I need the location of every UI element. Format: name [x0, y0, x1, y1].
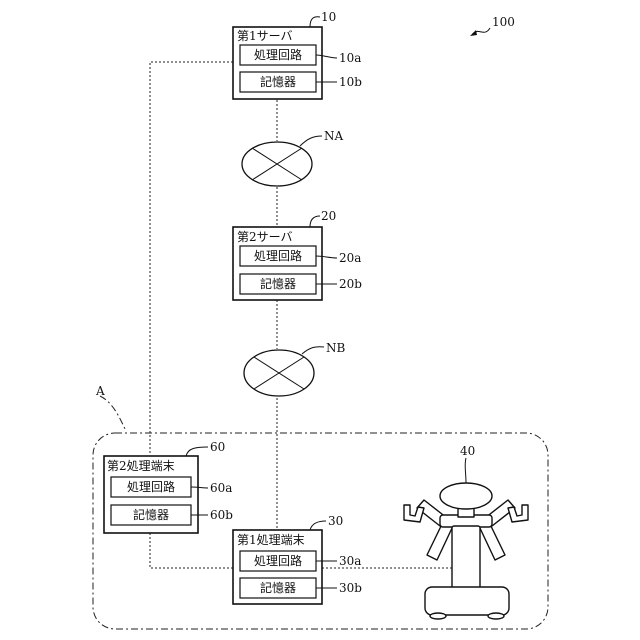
- robot-torso: [452, 526, 480, 588]
- server2-memory-label: 記憶器: [260, 276, 296, 291]
- server2-circuit-label: 処理回路: [254, 248, 302, 263]
- server1-circuit-ref: 10a: [339, 51, 361, 65]
- robot-wheel-right: [488, 613, 504, 619]
- server1-ref: 10: [321, 10, 336, 24]
- server1-circuit-label: 処理回路: [254, 47, 302, 62]
- network-na-ref: NA: [324, 129, 344, 143]
- terminal1-title: 第1処理端末: [237, 533, 305, 547]
- server1-box: 第1サーバ 処理回路 記憶器 10 10a 10b: [233, 10, 362, 99]
- server2-title: 第2サーバ: [237, 230, 293, 244]
- server1-memory-ref: 10b: [339, 75, 362, 89]
- network-na: NA: [242, 129, 344, 186]
- network-nb: NB: [244, 341, 346, 396]
- terminal2-memory-label: 記憶器: [133, 507, 169, 522]
- server2-memory-ref: 20b: [339, 277, 362, 291]
- region-a-label: A: [95, 384, 105, 398]
- terminal2-circuit-ref: 60a: [210, 481, 232, 495]
- terminal2-ref: 60: [210, 440, 225, 454]
- terminal1-ref: 30: [328, 514, 343, 528]
- terminal2-circuit-label: 処理回路: [127, 479, 175, 494]
- server1-title: 第1サーバ: [237, 29, 293, 43]
- terminal1-box: 第1処理端末 処理回路 記憶器 30 30a 30b: [233, 514, 362, 604]
- terminal2-title: 第2処理端末: [107, 459, 175, 473]
- server2-ref: 20: [321, 209, 336, 223]
- robot-head: [440, 483, 492, 509]
- terminal1-circuit-ref: 30a: [339, 554, 361, 568]
- robot-base: [425, 587, 509, 615]
- robot-ref: 40: [460, 444, 475, 458]
- robot: 40: [404, 444, 528, 619]
- terminal1-memory-label: 記憶器: [260, 580, 296, 595]
- server2-box: 第2サーバ 処理回路 記憶器 20 20a 20b: [233, 209, 362, 300]
- server1-memory-label: 記憶器: [260, 74, 296, 89]
- robot-right-gripper: [508, 505, 528, 522]
- terminal1-memory-ref: 30b: [339, 581, 362, 595]
- robot-left-gripper: [404, 505, 424, 522]
- terminal2-box: 第2処理端末 処理回路 記憶器 60 60a 60b: [104, 440, 233, 533]
- terminal1-circuit-label: 処理回路: [254, 553, 302, 568]
- network-nb-ref: NB: [326, 341, 346, 355]
- figure-ref-100: 100: [470, 15, 515, 36]
- terminal2-memory-ref: 60b: [210, 508, 233, 522]
- figure-number: 100: [492, 15, 515, 29]
- robot-wheel-left: [430, 613, 446, 619]
- server2-circuit-ref: 20a: [339, 251, 361, 265]
